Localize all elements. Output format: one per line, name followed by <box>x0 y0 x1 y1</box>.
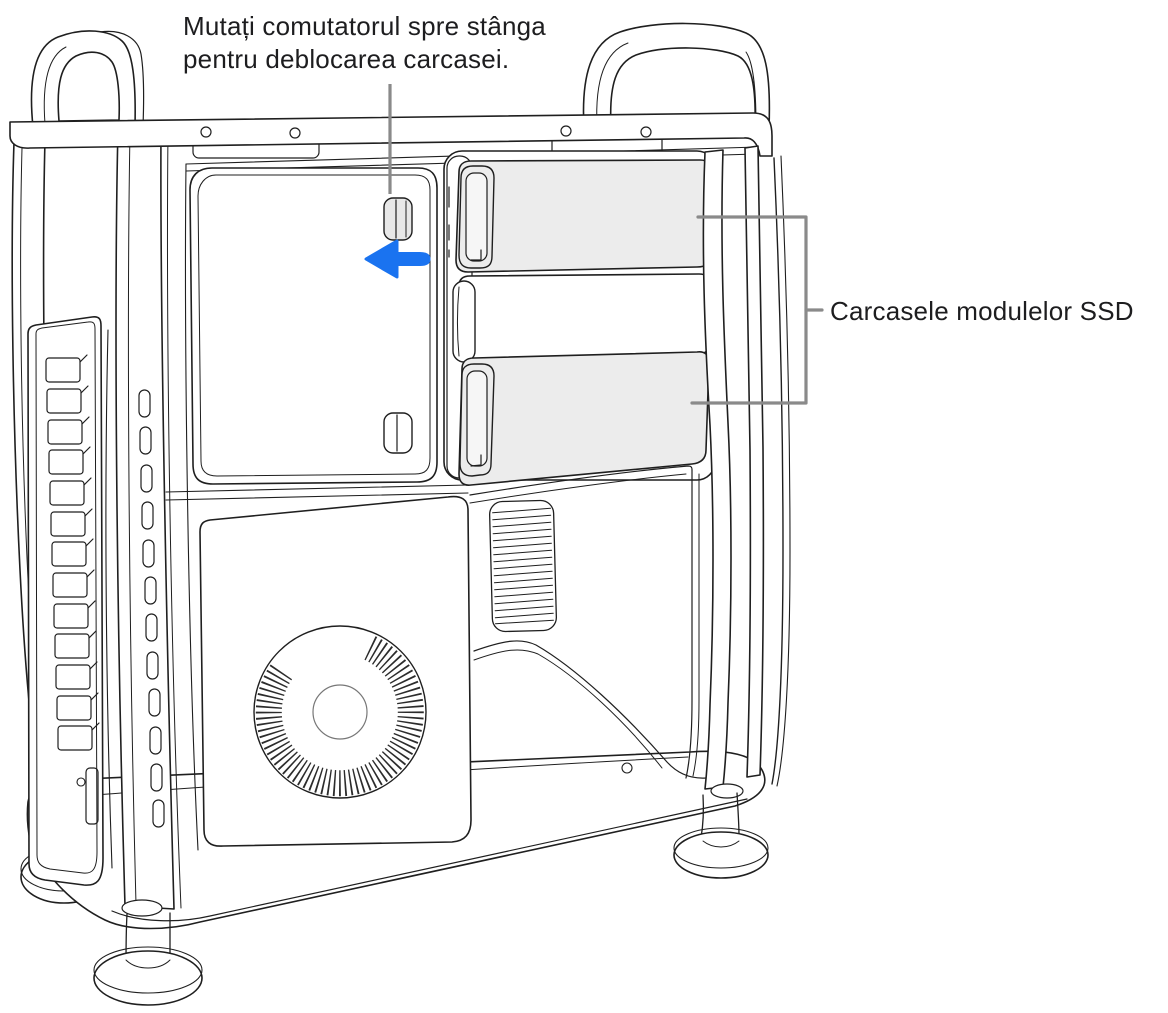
screw-icon <box>640 126 652 138</box>
fan-panel <box>199 495 472 847</box>
screw-icon <box>289 127 301 139</box>
pcie-slot-covers <box>45 354 100 825</box>
screw-icon <box>560 125 572 137</box>
lock-switch-bottom <box>383 412 413 454</box>
unlock-instruction-label: Mutați comutatorul spre stânga pentru de… <box>183 11 546 74</box>
screw-icon <box>621 762 633 774</box>
screw-icon <box>200 126 212 138</box>
interior-floor <box>473 640 707 779</box>
fan <box>253 625 427 799</box>
ssd-module-empty-slot <box>452 273 711 363</box>
left-arrow-icon <box>364 239 431 279</box>
lower-body <box>165 465 700 779</box>
ssd-module-top <box>455 159 713 273</box>
ssd-bracket <box>690 215 824 405</box>
dimm-door-panel <box>189 167 438 485</box>
left-handle <box>30 30 145 128</box>
lock-switch-top <box>383 197 413 241</box>
front-left-foot <box>93 899 203 1006</box>
right-frame-tubes <box>702 145 791 790</box>
fan-blade-hatching <box>255 636 424 797</box>
callout-line-unlock <box>388 84 392 194</box>
right-foot <box>673 783 769 879</box>
vent-grille <box>488 499 558 633</box>
ssd-module-bottom <box>458 351 710 486</box>
ssd-modules-label: Carcasele modulelor SSD <box>830 296 1134 326</box>
